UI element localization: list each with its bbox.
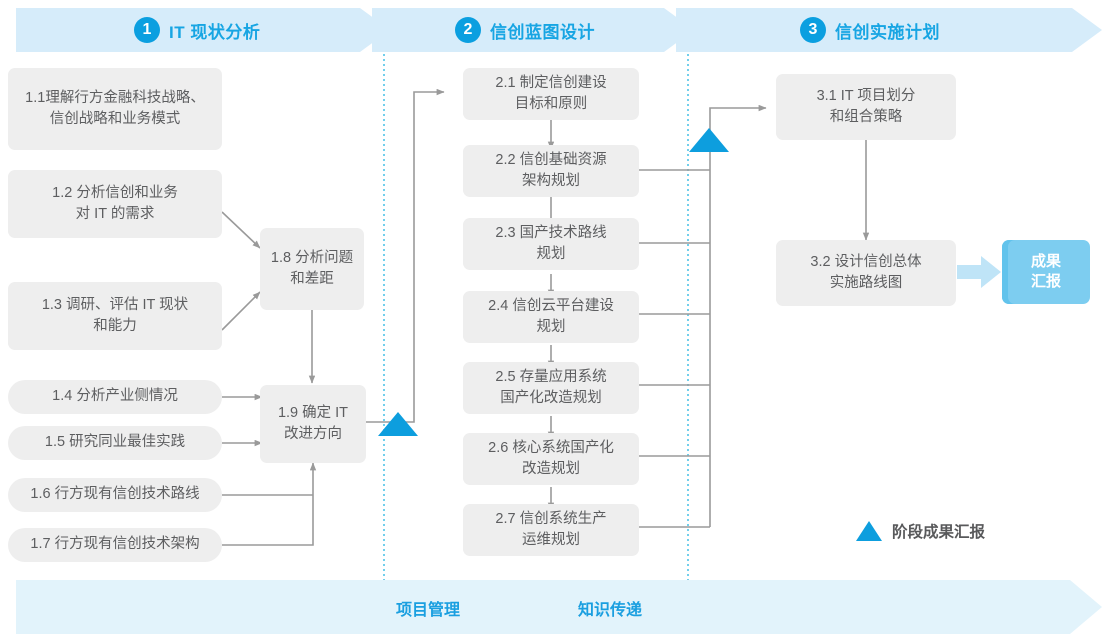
process-node-1-7[interactable]: 1.7 行方现有信创技术架构 — [8, 528, 222, 562]
legend-label: 阶段成果汇报 — [892, 524, 986, 541]
process-node-2-2[interactable]: 2.2 信创基础资源 架构规划 — [463, 145, 639, 197]
phase1-connectors — [221, 88, 445, 546]
process-node-2-5[interactable]: 2.5 存量应用系统 国产化改造规划 — [463, 362, 639, 414]
process-node-2-3[interactable]: 2.3 国产技术路线 规划 — [463, 218, 639, 270]
process-node-1-6[interactable]: 1.6 行方现有信创技术路线 — [8, 478, 222, 512]
process-node-1-8[interactable]: 1.8 分析问题 和差距 — [260, 228, 364, 310]
result-report-badge[interactable]: 成果 汇报 — [1002, 240, 1090, 304]
phase-title-1: IT 现状分析 — [169, 22, 261, 42]
phase-number-badge-2: 2 — [455, 17, 481, 43]
process-node-3-2[interactable]: 3.2 设计信创总体 实施路线图 — [776, 240, 956, 306]
process-node-1-4[interactable]: 1.4 分析产业侧情况 — [8, 380, 222, 414]
phase-header-2[interactable]: 2 信创蓝图设计 — [455, 17, 595, 43]
phase-band-bottom — [16, 580, 1102, 634]
milestone-triangle-phase2 — [689, 128, 729, 152]
phase-number-badge-1: 1 — [134, 17, 160, 43]
legend-milestone: 阶段成果汇报 — [856, 520, 985, 542]
result-arrow-icon — [957, 256, 1001, 288]
process-node-2-7[interactable]: 2.7 信创系统生产 运维规划 — [463, 504, 639, 556]
process-node-1-3[interactable]: 1.3 调研、评估 IT 现状 和能力 — [8, 282, 222, 350]
bottom-bar-label-project-management[interactable]: 项目管理 — [396, 602, 461, 619]
process-node-1-1[interactable]: 1.1理解行方金融科技战略、 信创战略和业务模式 — [8, 68, 222, 150]
process-node-1-9[interactable]: 1.9 确定 IT 改进方向 — [260, 385, 366, 463]
phase-title-2: 信创蓝图设计 — [490, 22, 595, 42]
process-node-2-4[interactable]: 2.4 信创云平台建设 规划 — [463, 291, 639, 343]
phase-header-1[interactable]: 1 IT 现状分析 — [134, 17, 260, 43]
process-node-2-6[interactable]: 2.6 核心系统国产化 改造规划 — [463, 433, 639, 485]
process-node-1-2[interactable]: 1.2 分析信创和业务 对 IT 的需求 — [8, 170, 222, 238]
process-node-2-1[interactable]: 2.1 制定信创建设 目标和原则 — [463, 68, 639, 120]
phase-title-3: 信创实施计划 — [835, 22, 940, 42]
phase-number-badge-3: 3 — [800, 17, 826, 43]
process-node-1-5[interactable]: 1.5 研究同业最佳实践 — [8, 426, 222, 460]
phase-header-3[interactable]: 3 信创实施计划 — [800, 17, 940, 43]
process-node-3-1[interactable]: 3.1 IT 项目划分 和组合策略 — [776, 74, 956, 140]
bottom-bar-label-knowledge-transfer[interactable]: 知识传递 — [578, 602, 643, 619]
milestone-triangle-phase1 — [378, 412, 418, 436]
triangle-milestone-icon — [856, 521, 882, 541]
